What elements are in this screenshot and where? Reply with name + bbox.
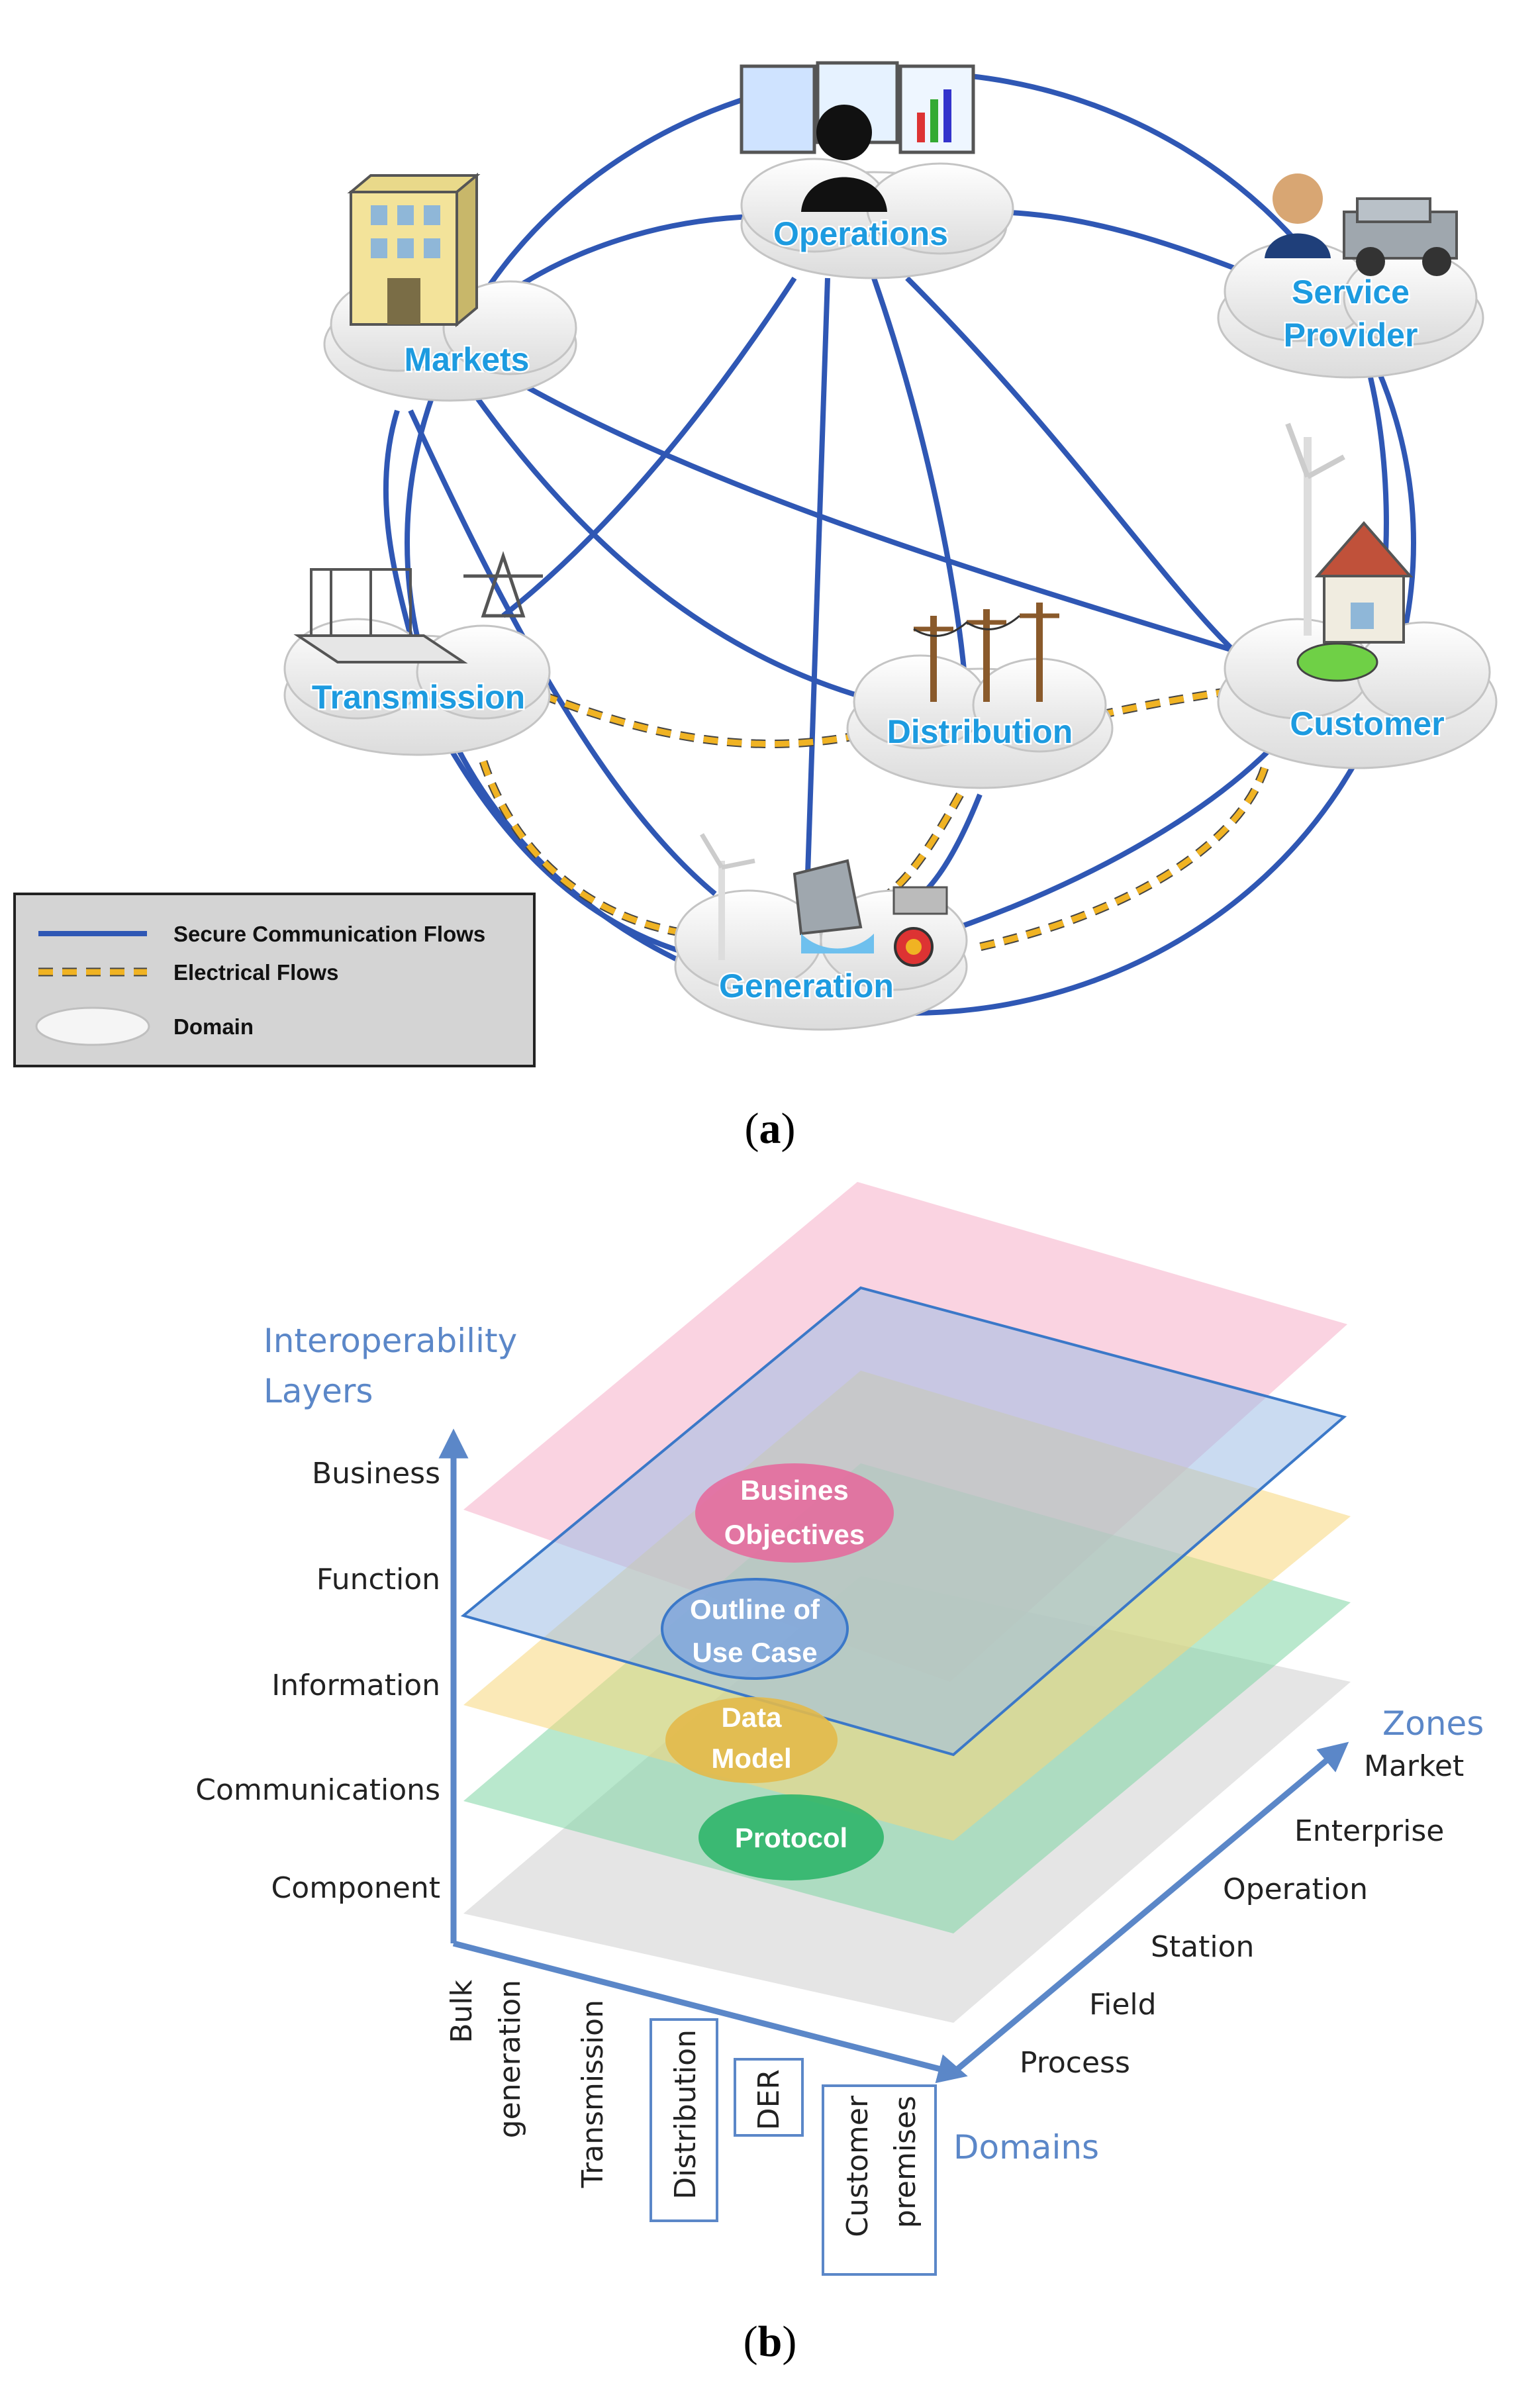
der-domain-box [734,2058,804,2137]
label-customer: Customer [1290,705,1444,742]
bubble-function-line1: Outline of [690,1594,820,1625]
distribution-cloud [846,654,1114,789]
operations-monitors-icon [740,61,975,212]
service-provider-cloud [1217,240,1484,379]
comm-line-markets-transmission [383,409,413,636]
business-objectives-bubble [695,1463,894,1563]
caption-b-letter: b [758,2317,783,2366]
layer-label-information: Information [271,1669,440,1702]
layer-label-function: Function [316,1563,440,1596]
panel-b: Busines Objectives Outline of Use Case D… [195,1182,1484,2366]
label-transmission: Transmission [312,679,525,716]
caption-a-letter: a [759,1104,781,1153]
electric-line-transmission-distribution [542,692,861,747]
zone-label-field: Field [1089,1988,1157,2022]
caption-b-open: ( [744,2317,758,2366]
caption-a: (a) [745,1104,796,1153]
zone-label-market: Market [1364,1749,1464,1783]
service-provider-truck-icon [1265,173,1458,276]
comm-line-operations-transmission [501,276,797,618]
domain-label-der: DER [752,2069,786,2130]
bubble-function-line2: Use Case [692,1637,817,1668]
layers-axis-title-line2: Layers [264,1372,373,1410]
legend-box [13,893,536,1067]
bubble-information-line1: Data [721,1702,782,1733]
domain-label-customer-line1: Customer [841,2095,875,2237]
layer-label-component: Component [271,1871,440,1905]
panel-a: Operations Markets Service Provider Tran… [13,61,1498,1153]
domain-label-customer-line2: premises [889,2096,922,2228]
label-operations: Operations [773,215,948,252]
domains-axis [452,1940,968,2084]
comm-line-markets-distribution [474,395,882,705]
comm-line-customer-generation [939,746,1273,936]
legend-domain-swatch [35,1006,150,1046]
secure-communication-flows [383,209,1389,956]
comm-line-operations-distribution [871,277,969,703]
caption-b-close: ) [782,2317,796,2366]
comm-line-markets-generation [408,409,717,897]
bubble-business-line1: Busines [740,1475,848,1506]
label-markets: Markets [405,341,530,378]
caption-b: (b) [744,2317,797,2366]
distribution-domain-box [650,2018,718,2222]
domain-label-bulk-line2: generation [493,1980,527,2138]
layer-label-business: Business [312,1457,440,1490]
domain-label-distribution: Distribution [669,2029,702,2200]
markets-building-icon [347,172,481,328]
legend: Secure Communication Flows Electrical Fl… [13,893,536,1067]
protocol-bubble [698,1794,884,1880]
label-generation: Generation [719,967,894,1004]
electric-line-transmission-generation [480,760,689,937]
zone-label-enterprise: Enterprise [1294,1814,1444,1848]
zones-axis [951,1741,1349,2075]
domains-axis-title: Domains [953,2128,1099,2167]
legend-secure-comm-label: Secure Communication Flows [173,922,485,946]
zone-label-station: Station [1151,1930,1254,1964]
label-service-provider-line1: Service [1292,273,1410,311]
electric-line-distribution-generation [879,793,963,903]
electric-line-customer-generation [979,767,1268,950]
domain-clouds [283,158,1498,1031]
distribution-poles-icon [913,603,1059,702]
domain-label-transmission: Transmission [576,2000,610,2188]
comm-line-transmission-generation [448,746,690,956]
layers-axis-title-line1: Interoperability [264,1322,517,1360]
label-service-provider-line2: Provider [1284,317,1418,354]
use-case-bubble [661,1578,849,1680]
layer-label-communications: Communications [195,1773,440,1807]
domain-label-bulk-line1: Bulk [445,1979,479,2043]
legend-electrical-label: Electrical Flows [173,960,338,985]
generation-plant-icon [699,833,948,967]
zone-label-process: Process [1020,2046,1130,2080]
comm-line-operations-generation [805,277,830,875]
transmission-substation-icon [293,551,543,663]
customer-premises-domain-box [822,2084,937,2276]
caption-a-close: ) [781,1104,796,1153]
bubble-information-line2: Model [711,1743,791,1774]
bubble-communication: Protocol [735,1822,847,1853]
label-distribution: Distribution [887,713,1073,750]
customer-house-icon [1285,422,1414,682]
zone-label-operation: Operation [1223,1873,1368,1906]
comm-line-operations-customer [905,276,1273,685]
bubble-business-line2: Objectives [724,1519,865,1550]
electrical-flows [479,684,1269,951]
comm-line-markets-customer [508,375,1273,665]
caption-a-open: ( [745,1104,759,1153]
zones-axis-title: Zones [1382,1704,1484,1743]
data-model-bubble [665,1697,838,1783]
legend-domain-label: Domain [173,1014,254,1039]
